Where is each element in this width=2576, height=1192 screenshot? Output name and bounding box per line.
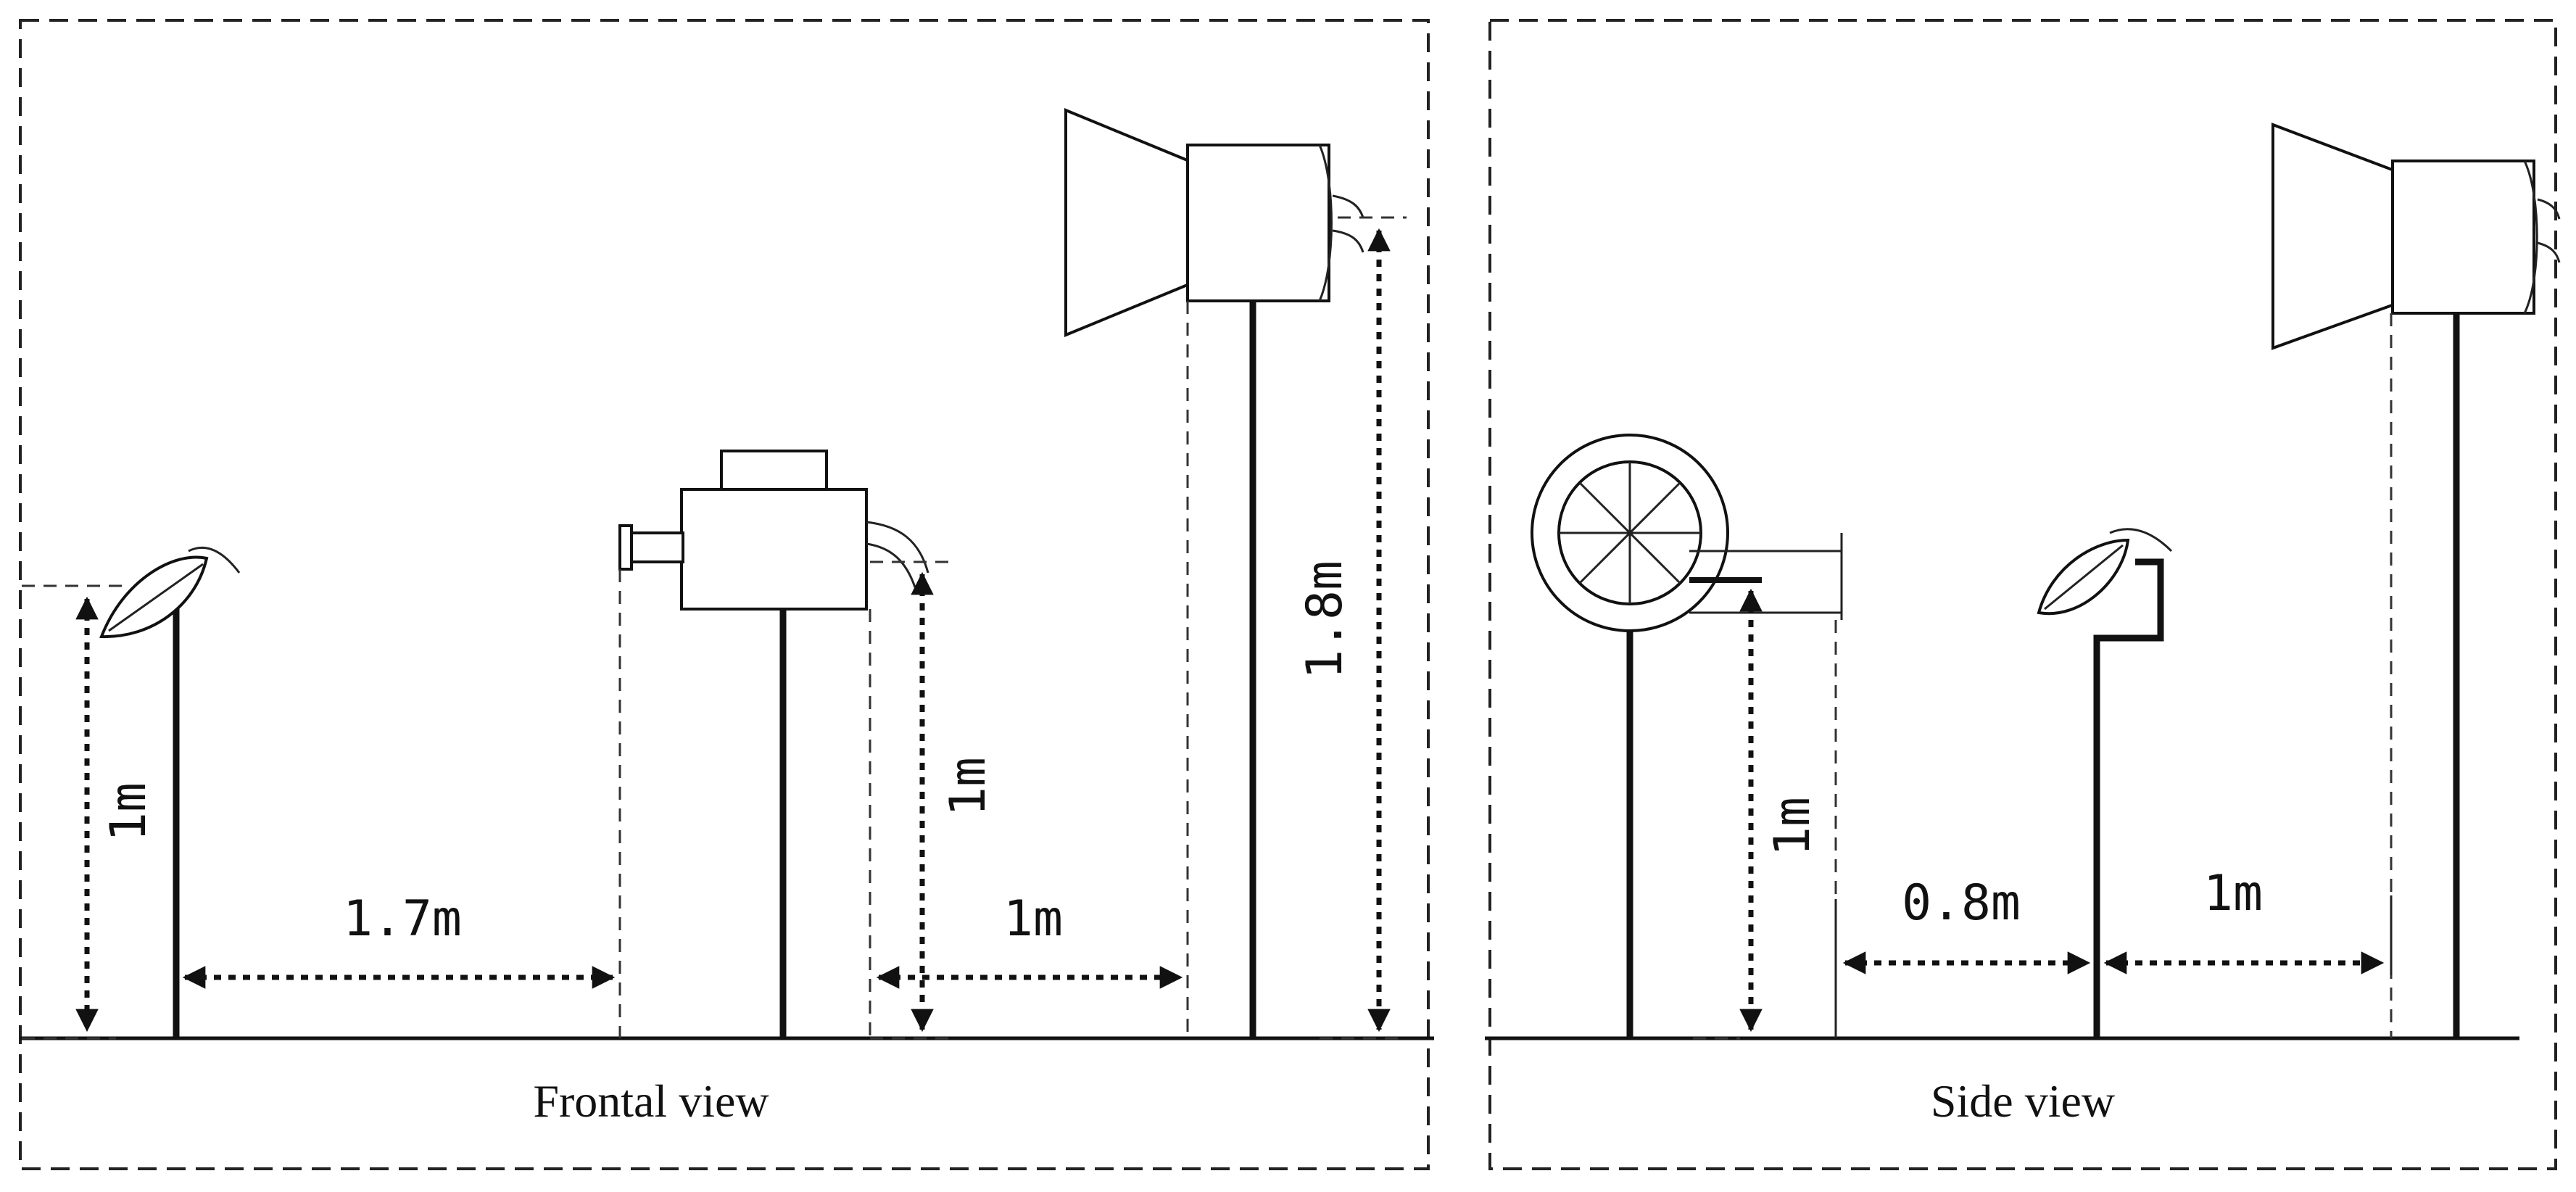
sprayer-device <box>618 450 929 1038</box>
sprayer-to-fan-label: 1m <box>1003 890 1063 948</box>
side-view-panel: 1m 0.8m 1m Side view <box>1485 19 2561 1170</box>
leaf-midrib <box>108 563 204 632</box>
side-fan-body <box>2391 160 2535 315</box>
fan-back-curve <box>1318 144 1333 302</box>
side-view-caption: Side view <box>1931 1075 2115 1127</box>
frontal-panel-frame <box>19 19 1430 1170</box>
sprayer-hose-lower <box>866 542 916 588</box>
sprayer-nozzle-tip <box>618 524 633 571</box>
leaf-holder <box>2037 528 2173 1038</box>
leaf-sample <box>99 546 241 1038</box>
leaf-to-sprayer-label: 1.7m <box>343 890 462 948</box>
leaf-to-fan-label: 1m <box>2203 865 2263 922</box>
fan-cord-upper <box>1332 194 1364 218</box>
outlet-to-leaf-label: 0.8m <box>1902 874 2021 932</box>
leaf-holder-stake <box>2093 558 2164 1038</box>
sprayer-hose-upper <box>866 521 929 574</box>
leaf-stem <box>188 546 241 574</box>
sprayer-nozzle-pipe <box>629 531 684 563</box>
leaf-height-label: 1m <box>100 782 157 842</box>
fan-cord-lower <box>1332 229 1364 253</box>
fan-device <box>1064 108 1364 1038</box>
sprayer-handle <box>720 450 828 492</box>
fan-cone <box>1064 108 1190 337</box>
side-fan-cord-upper <box>2537 198 2561 220</box>
sprayer-body <box>680 488 868 611</box>
side-leaf-midrib <box>2044 544 2124 611</box>
side-fan-cord-lower <box>2537 241 2561 263</box>
side-fan-cone <box>2271 123 2395 350</box>
fan-height-label: 1.8m <box>1296 560 1354 679</box>
frontal-view-panel: 1m 1.7m 1m 1m <box>19 19 1434 1170</box>
frontal-view-caption: Frontal view <box>533 1075 769 1127</box>
side-panel-frame <box>1488 19 2557 1170</box>
side-leaf-stem <box>2109 528 2173 552</box>
outlet-height-label: 1m <box>1764 797 1821 856</box>
fan-body <box>1186 144 1330 302</box>
side-fan-device <box>2271 123 2561 1038</box>
blower-spoke-d2 <box>1578 481 1681 584</box>
blower-device <box>1531 434 1843 1038</box>
side-fan-back-curve <box>2523 160 2538 314</box>
nozzle-height-label: 1m <box>940 757 997 816</box>
